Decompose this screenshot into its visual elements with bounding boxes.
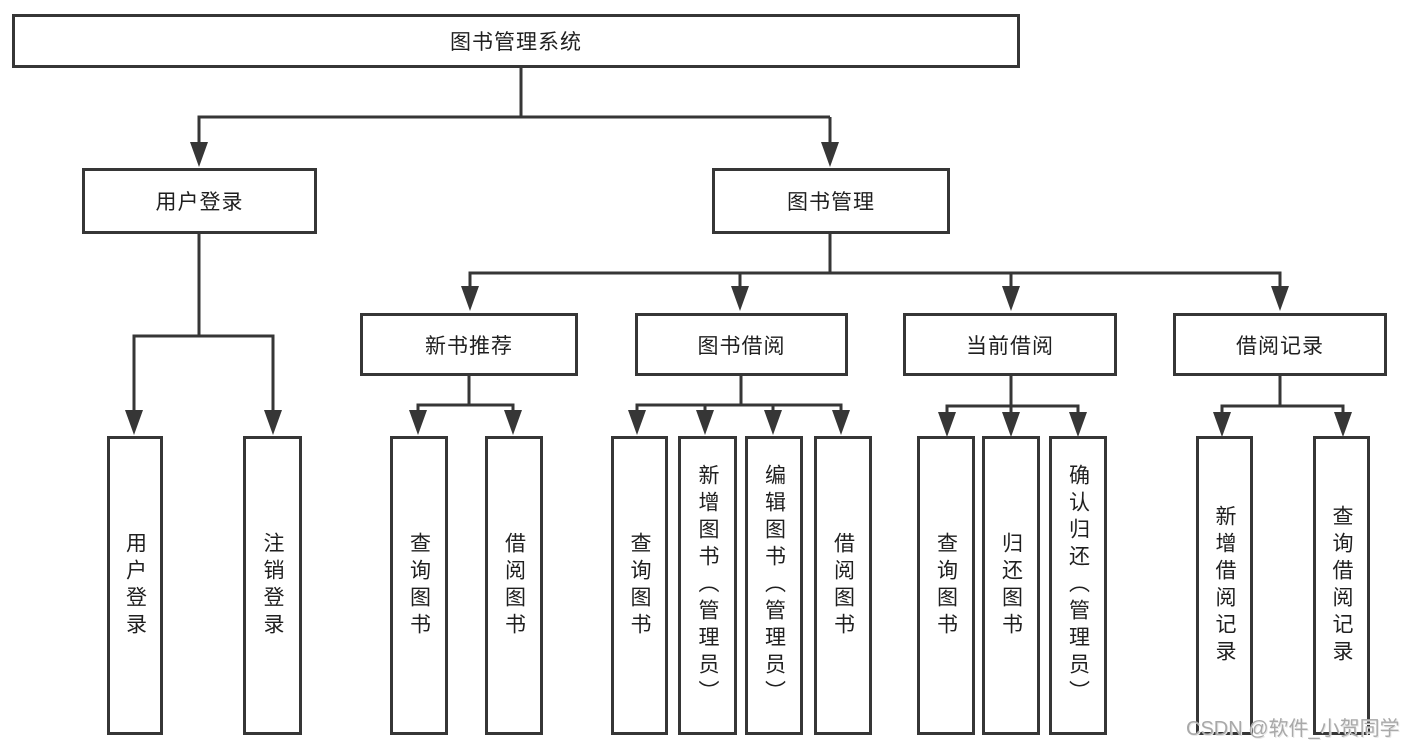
leaf-add-borrow-record: 新增借阅记录 — [1196, 436, 1253, 735]
leaf-borrow-book-label: 借阅图书 — [831, 531, 855, 640]
node-user-login-label: 用户登录 — [155, 191, 244, 214]
leaf-query-book-borrow: 查询图书 — [611, 436, 668, 735]
node-new-book-recommend: 新书推荐 — [360, 313, 578, 376]
leaf-add-book-admin-label: 新增图书（管理员） — [696, 464, 719, 707]
leaf-query-borrow-record: 查询借阅记录 — [1313, 436, 1370, 735]
node-root-system: 图书管理系统 — [12, 14, 1020, 68]
leaf-edit-book-admin-label: 编辑图书（管理员） — [762, 464, 786, 707]
leaf-query-borrow-record-label: 查询借阅记录 — [1330, 504, 1353, 667]
leaf-logout-login-label: 注销登录 — [261, 531, 284, 640]
node-book-manage: 图书管理 — [712, 168, 950, 234]
leaf-return-book-label: 归还图书 — [999, 531, 1023, 640]
leaf-add-borrow-record-label: 新增借阅记录 — [1213, 504, 1236, 667]
leaf-query-book-recommend: 查询图书 — [390, 436, 448, 735]
node-new-book-recommend-label: 新书推荐 — [425, 334, 513, 358]
node-root-label: 图书管理系统 — [450, 31, 582, 54]
node-current-borrow: 当前借阅 — [903, 313, 1117, 376]
node-borrow-record-label: 借阅记录 — [1236, 334, 1324, 358]
csdn-watermark: CSDN @软件_小贺同学 — [1186, 718, 1400, 740]
leaf-confirm-return-admin: 确认归还（管理员） — [1049, 436, 1107, 735]
node-user-login: 用户登录 — [82, 168, 317, 234]
leaf-borrow-book-recommend-label: 借阅图书 — [502, 531, 526, 640]
node-book-manage-label: 图书管理 — [787, 191, 875, 214]
leaf-borrow-book: 借阅图书 — [814, 436, 872, 735]
leaf-query-book-current-label: 查询图书 — [934, 531, 958, 640]
node-book-borrow-label: 图书借阅 — [697, 334, 786, 358]
node-current-borrow-label: 当前借阅 — [966, 334, 1054, 358]
leaf-logout-login: 注销登录 — [243, 436, 302, 735]
node-book-borrow: 图书借阅 — [635, 313, 848, 376]
leaf-user-login-label: 用户登录 — [123, 531, 147, 640]
leaf-borrow-book-recommend: 借阅图书 — [485, 436, 543, 735]
leaf-user-login: 用户登录 — [107, 436, 163, 735]
leaf-query-book-borrow-label: 查询图书 — [628, 531, 651, 640]
leaf-return-book: 归还图书 — [982, 436, 1040, 735]
node-borrow-record: 借阅记录 — [1173, 313, 1387, 376]
leaf-edit-book-admin: 编辑图书（管理员） — [745, 436, 803, 735]
leaf-query-book-current: 查询图书 — [917, 436, 975, 735]
leaf-add-book-admin: 新增图书（管理员） — [678, 436, 737, 735]
leaf-query-book-recommend-label: 查询图书 — [407, 531, 431, 640]
leaf-confirm-return-admin-label: 确认归还（管理员） — [1066, 464, 1090, 707]
